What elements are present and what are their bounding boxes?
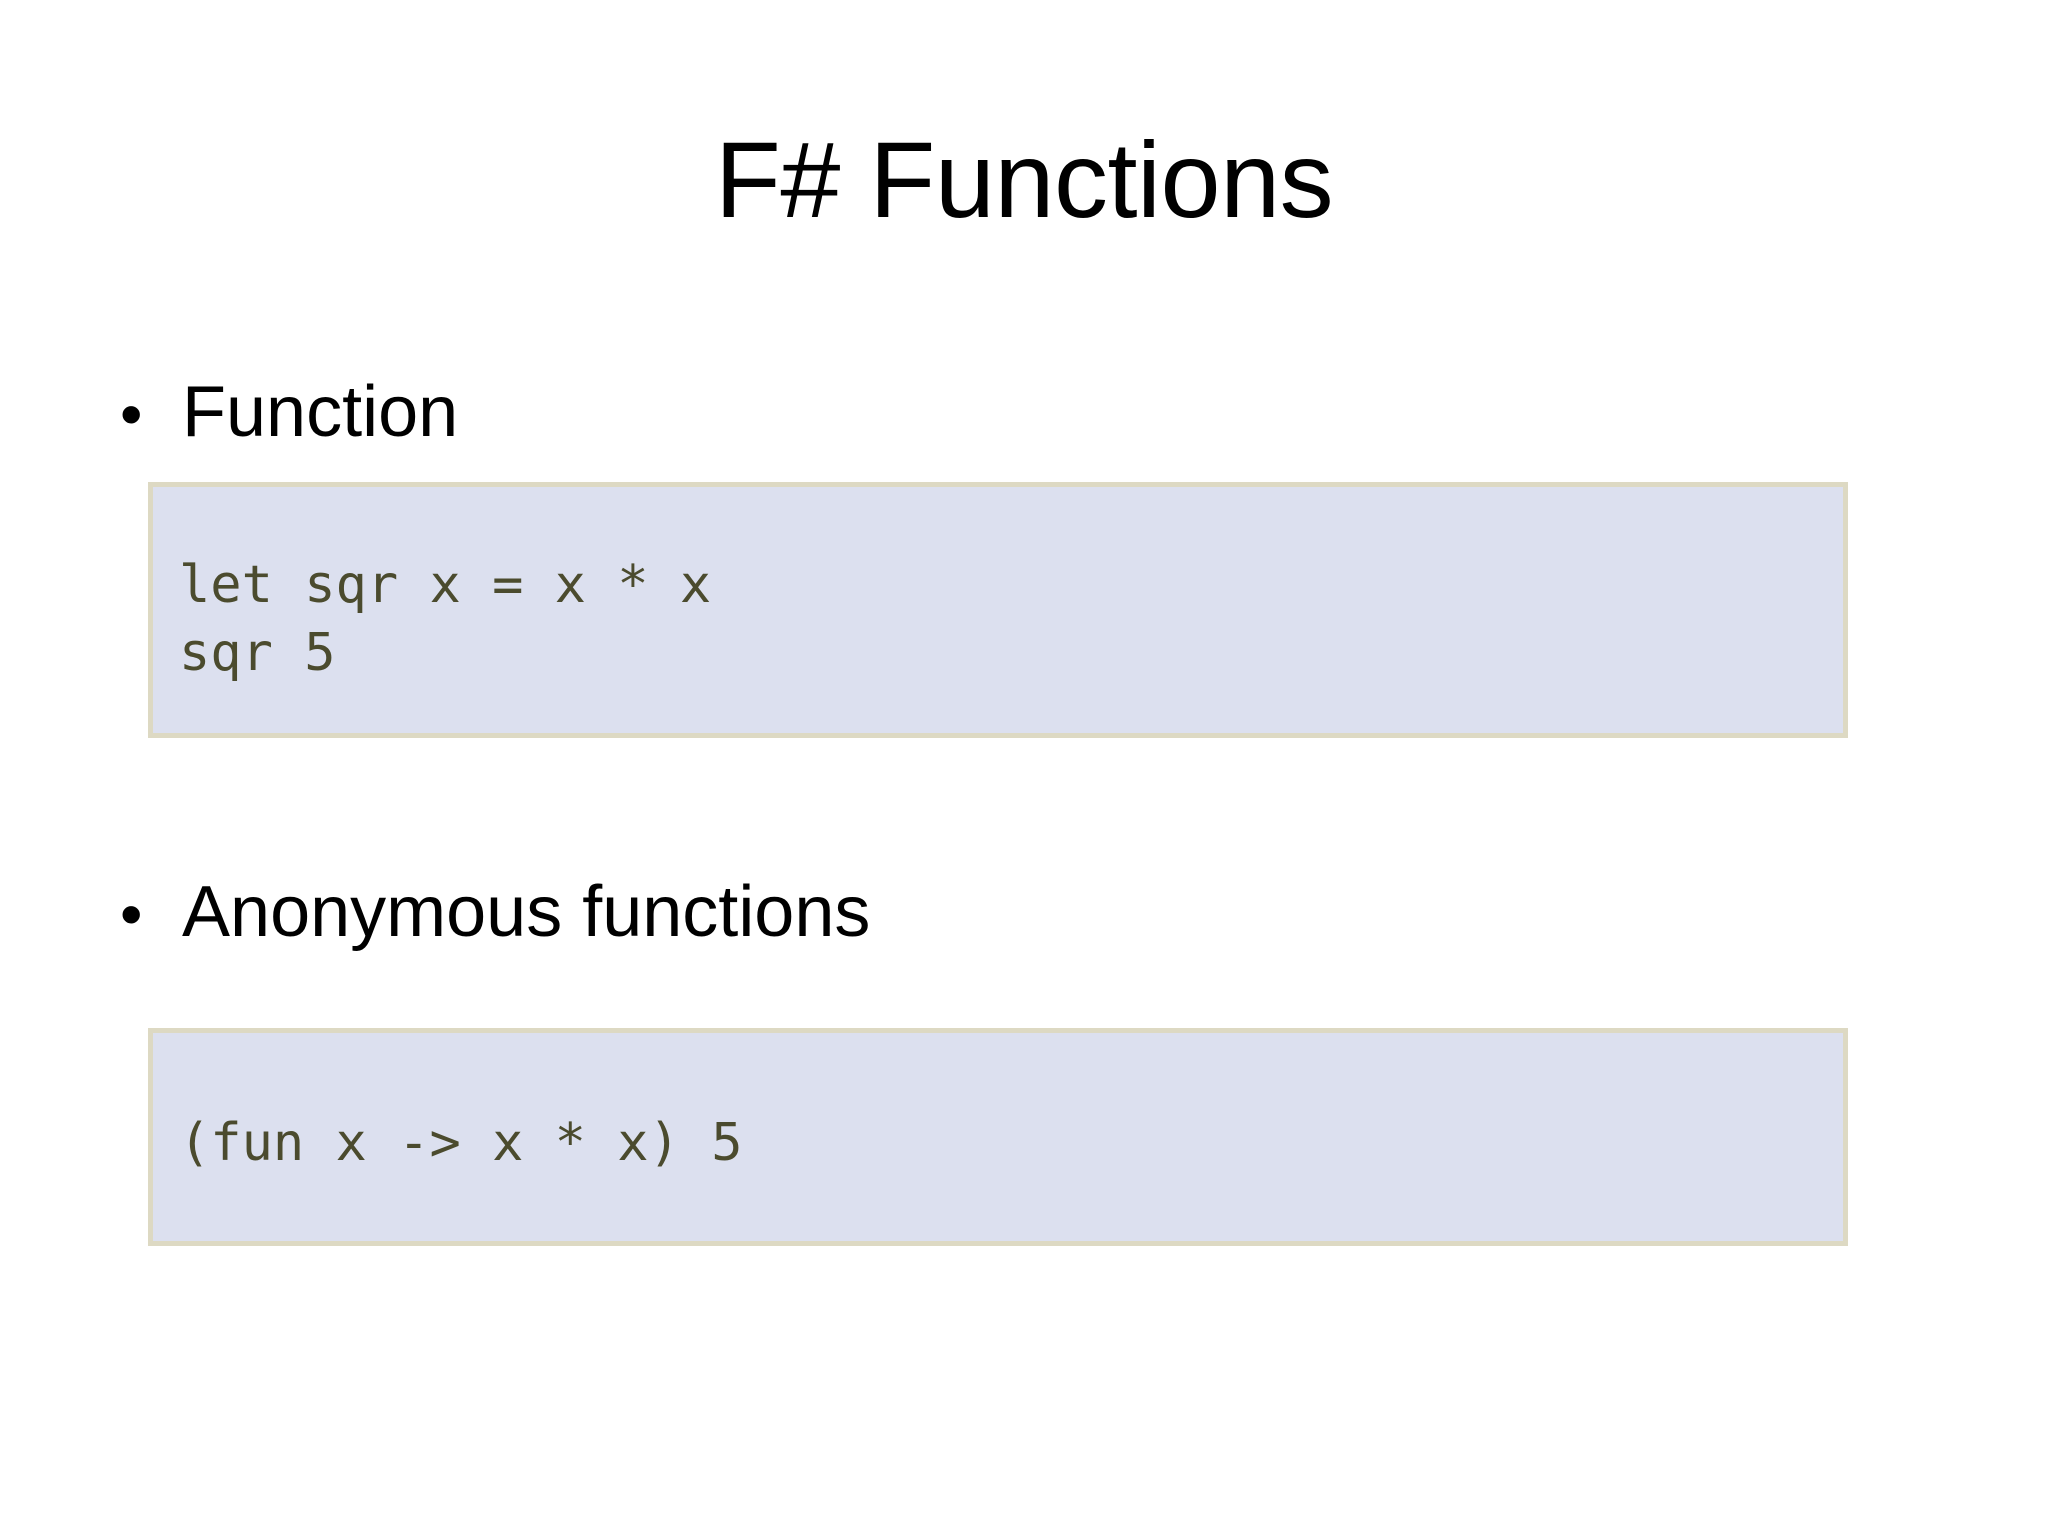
bullet-label-anonymous-functions: Anonymous functions (182, 872, 871, 952)
bullet-item-function: • Function (120, 372, 1910, 453)
section-anonymous-functions: • Anonymous functions (120, 872, 1910, 953)
code-block-function: let sqr x = x * x sqr 5 (148, 482, 1848, 738)
bullet-point-icon: • (120, 378, 143, 450)
page-title: F# Functions (714, 119, 1334, 240)
code-block-anonymous-functions: (fun x -> x * x) 5 (148, 1028, 1848, 1246)
code-text-anonymous-functions: (fun x -> x * x) 5 (179, 1113, 743, 1173)
bullet-item-anonymous-functions: • Anonymous functions (120, 872, 1910, 953)
code-text-function: let sqr x = x * x sqr 5 (179, 555, 712, 683)
bullet-point-icon: • (120, 878, 143, 950)
bullet-label-function: Function (182, 372, 459, 452)
section-function: • Function (120, 372, 1910, 453)
